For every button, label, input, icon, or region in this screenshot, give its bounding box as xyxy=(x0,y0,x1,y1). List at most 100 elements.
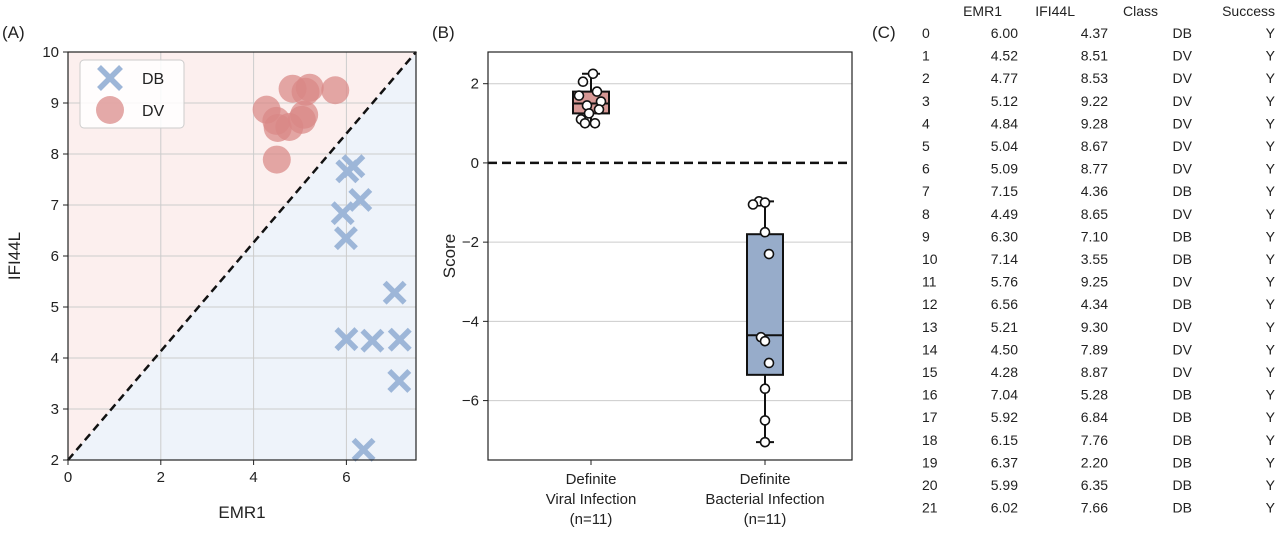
table-cell: 9.30 xyxy=(1081,319,1108,335)
data-point xyxy=(763,357,775,369)
scatter-frame xyxy=(67,51,417,461)
y-tick-label: 9 xyxy=(51,95,59,112)
table-cell: 11 xyxy=(922,274,937,290)
group-label: Viral Infection xyxy=(546,491,637,508)
db-marker-stroke xyxy=(360,328,385,353)
data-point xyxy=(759,226,771,238)
table-cell: 9.28 xyxy=(1081,115,1108,131)
table-header: Success xyxy=(1222,3,1275,19)
table-cell: 9.22 xyxy=(1081,93,1108,109)
table-cell: Y xyxy=(1266,70,1276,86)
db-marker-stroke xyxy=(334,327,359,352)
y-axis-label: Score xyxy=(440,234,459,278)
table-cell: DB xyxy=(1173,387,1192,403)
table-cell: 12 xyxy=(922,296,938,312)
table-cell: Y xyxy=(1266,364,1276,380)
table-cell: DV xyxy=(1173,93,1193,109)
dv-marker xyxy=(321,76,350,105)
x-axis-label: EMR1 xyxy=(218,503,265,522)
y-tick-label: 4 xyxy=(51,350,59,367)
table-cell: 7.04 xyxy=(991,387,1018,403)
table-cell: DV xyxy=(1173,206,1193,222)
table-cell: Y xyxy=(1266,48,1276,64)
data-point xyxy=(577,76,589,88)
db-marker xyxy=(334,327,359,352)
x-tick-label: 6 xyxy=(342,469,350,486)
table-cell: 6.37 xyxy=(991,454,1018,470)
table-cell: DB xyxy=(1173,409,1192,425)
table-cell: 1 xyxy=(922,48,930,64)
table-cell: 8.67 xyxy=(1081,138,1108,154)
table-header: IFI44L xyxy=(1035,3,1075,19)
dv-marker xyxy=(290,100,319,129)
y-tick-label: 3 xyxy=(51,401,59,418)
data-point xyxy=(593,104,605,115)
db-marker-stroke xyxy=(348,187,373,212)
table-cell: 7.66 xyxy=(1081,500,1108,516)
y-axis-label: IFI44L xyxy=(5,232,24,280)
data-point xyxy=(579,118,591,129)
table-cell: 18 xyxy=(922,432,938,448)
table-cell: DB xyxy=(1173,432,1192,448)
table-cell: DB xyxy=(1173,296,1192,312)
table-cell: Y xyxy=(1266,115,1276,131)
box xyxy=(746,233,784,376)
y-tick-label: 2 xyxy=(471,76,479,93)
db-marker xyxy=(333,226,358,251)
table-cell: 9 xyxy=(922,228,930,244)
x-tick-label: 4 xyxy=(249,469,257,486)
table-cell: 5 xyxy=(922,138,930,154)
db-marker-stroke xyxy=(330,201,355,226)
group-label: Definite xyxy=(566,471,617,488)
x-tick-label: 0 xyxy=(64,469,72,486)
dv-marker xyxy=(252,95,281,124)
table-cell: Y xyxy=(1266,274,1276,290)
table-cell: 6.15 xyxy=(991,432,1018,448)
table-cell: 3.55 xyxy=(1081,251,1108,267)
data-point xyxy=(589,118,601,129)
table-cell: 20 xyxy=(922,477,938,493)
y-tick-label: 0 xyxy=(471,155,479,172)
box-frame xyxy=(487,51,853,461)
db-marker-stroke xyxy=(351,437,376,462)
table-cell: DV xyxy=(1173,161,1193,177)
table-cell: 4.49 xyxy=(991,206,1018,222)
table-cell: Y xyxy=(1266,432,1276,448)
table-cell: DB xyxy=(1173,228,1192,244)
table-cell: 5.21 xyxy=(991,319,1018,335)
y-tick-label: 6 xyxy=(51,248,59,265)
legend-box xyxy=(79,59,185,129)
table-cell: 5.92 xyxy=(991,409,1018,425)
y-tick-label: −6 xyxy=(462,393,479,410)
table-cell: Y xyxy=(1266,387,1276,403)
table-cell: 6.00 xyxy=(991,25,1018,41)
table-cell: 8 xyxy=(922,206,930,222)
table-cell: DB xyxy=(1173,183,1192,199)
data-point xyxy=(591,86,603,97)
legend-db-label: DB xyxy=(142,71,164,88)
table-cell: 0 xyxy=(922,25,930,41)
table-cell: 6.84 xyxy=(1081,409,1108,425)
table-cell: 8.87 xyxy=(1081,364,1108,380)
group-label: (n=11) xyxy=(570,511,613,528)
data-point xyxy=(587,68,599,80)
table-cell: DB xyxy=(1173,251,1192,267)
table-cell: 19 xyxy=(922,454,938,470)
db-marker-stroke xyxy=(387,369,412,393)
table-cell: Y xyxy=(1266,93,1276,109)
table-cell: 4.77 xyxy=(991,70,1018,86)
table-cell: DB xyxy=(1173,477,1192,493)
table-cell: 8.65 xyxy=(1081,206,1108,222)
dv-marker xyxy=(295,73,324,102)
table-cell: Y xyxy=(1266,341,1276,357)
db-marker-stroke xyxy=(333,226,358,251)
table-cell: 5.09 xyxy=(991,161,1018,177)
table-cell: DV xyxy=(1173,70,1193,86)
table-cell: 7.15 xyxy=(991,183,1018,199)
table-cell: 14 xyxy=(922,341,938,357)
data-point xyxy=(759,383,771,394)
data-point xyxy=(759,197,771,208)
